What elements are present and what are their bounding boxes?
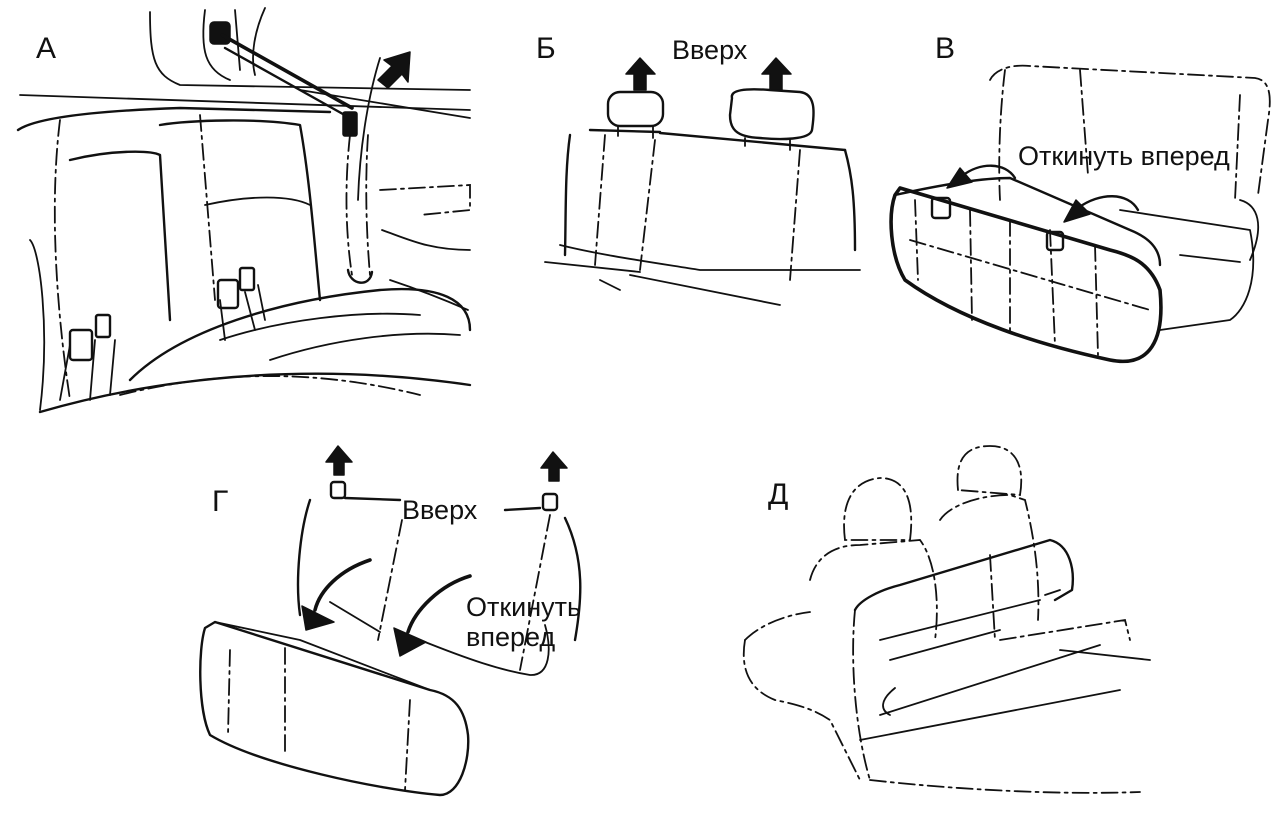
panel-b-left-headrest bbox=[606, 90, 665, 128]
panel-v-letter: В bbox=[935, 32, 956, 65]
panel-a-illustration bbox=[16, 7, 472, 414]
panel-d-right-headrest bbox=[956, 445, 1023, 496]
panel-b-right-up-arrow-icon bbox=[761, 57, 792, 91]
panel-v-illustration bbox=[889, 64, 1271, 364]
panel-b-right-headrest bbox=[728, 88, 815, 141]
panel-b-caption-up: Вверх bbox=[672, 35, 748, 65]
panel-b-letter: Б bbox=[536, 32, 556, 65]
panel-d-illustration bbox=[742, 445, 1151, 794]
panel-b-left-up-arrow-icon bbox=[625, 57, 656, 91]
panel-g-left-fold-arrow-icon bbox=[301, 605, 335, 631]
panel-g-right-up-arrow-icon bbox=[540, 451, 568, 482]
panel-v-left-curved-arrow-icon bbox=[946, 167, 973, 189]
panel-d-letter: Д bbox=[768, 478, 789, 511]
panel-g-right-fold-arrow-icon bbox=[393, 627, 427, 657]
panel-g-caption-fold-line2: вперед bbox=[466, 622, 556, 652]
panel-b-illustration bbox=[544, 57, 861, 306]
panel-g-illustration bbox=[199, 445, 582, 797]
belt-anchor-icon bbox=[209, 21, 231, 45]
panel-g-letter: Г bbox=[212, 485, 229, 518]
panel-a-arrow-icon bbox=[377, 51, 411, 89]
panel-v-caption-fold: Откинуть вперед bbox=[1018, 141, 1230, 171]
panel-g-caption-fold-line1: Откинуть bbox=[466, 592, 582, 622]
panel-g-left-up-arrow-icon bbox=[325, 445, 353, 476]
panel-g-caption-up: Вверх bbox=[402, 495, 478, 525]
panel-d-left-headrest bbox=[843, 477, 913, 541]
panel-a-letter: А bbox=[36, 32, 57, 65]
panel-v-right-curved-arrow-icon bbox=[1063, 199, 1091, 223]
